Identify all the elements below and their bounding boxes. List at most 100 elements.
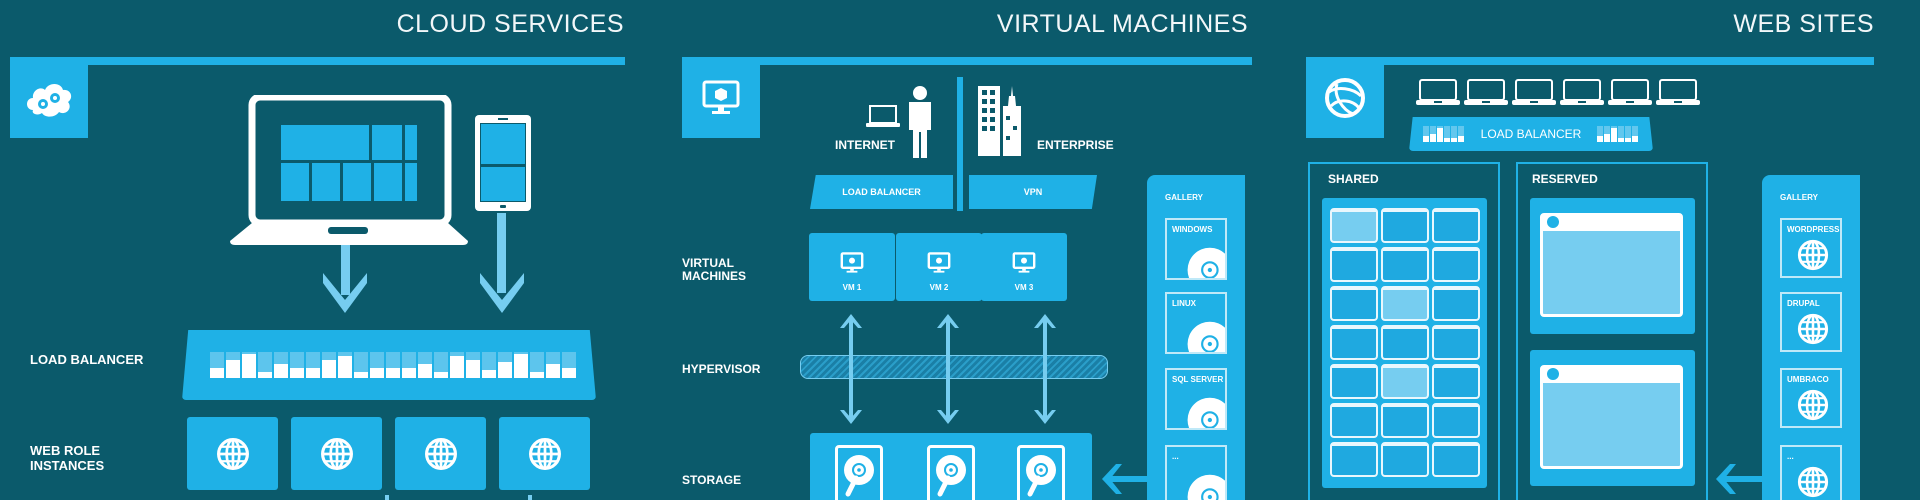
vm-label: VM 2 [929,283,949,292]
globe-icon [1797,313,1829,345]
hard-disk-icon [936,455,966,497]
vm-tile[interactable]: VM 1 [809,233,895,301]
equalizer-bar [418,364,432,378]
laptop-icon [230,95,468,245]
web-sites-rule [1306,57,1874,65]
globe-icon [1797,466,1829,498]
arrow-up-tip [385,495,389,500]
equalizer-bar [322,360,336,378]
equalizer-track [1618,126,1624,142]
equalizer-bar [1430,134,1436,142]
web-sites-load-balancer: LOAD BALANCER [1409,117,1653,151]
vms-row-label-line1: VIRTUAL [682,256,734,270]
arrow-down-icon [480,213,524,313]
cloud-services-rule [10,57,625,65]
shared-site-cell [1330,208,1378,243]
storage-disk [927,445,975,500]
gallery-item[interactable]: DRUPAL [1780,292,1842,352]
monitor-icon [927,252,951,273]
gallery-item[interactable]: LINUX [1165,292,1227,354]
globe-icon [216,437,249,470]
vpn-button[interactable]: VPN [969,175,1097,209]
equalizer-bar [290,368,304,378]
vm-label: VM 1 [842,283,862,292]
equalizer-track [258,352,272,378]
equalizer-bar [482,370,496,378]
vm-load-balancer-button[interactable]: LOAD BALANCER [810,175,953,209]
gallery-item-label: DRUPAL [1787,299,1820,308]
equalizer-track [1423,126,1429,142]
bidirectional-arrow-icon [840,314,862,424]
shared-site-cell [1432,208,1480,243]
web-role-instance[interactable] [395,417,486,490]
equalizer-bar [1444,138,1450,142]
gallery-item-label: LINUX [1172,299,1196,308]
vms-row-label-line2: MACHINES [682,269,747,283]
gallery-item-label: UMBRACO [1787,375,1829,384]
shared-site-cell [1381,442,1429,477]
browser-window [1540,365,1683,469]
equalizer-bar [306,368,320,378]
web-sites-title: WEB SITES [1733,10,1874,38]
shared-site-cell [1432,364,1480,399]
web-role-instance[interactable] [187,417,278,490]
vm-label: VM 3 [1014,283,1034,292]
equalizer-bar [210,368,224,378]
vm-tile[interactable]: VM 3 [981,233,1067,301]
web-role-label-line2: INSTANCES [30,458,105,473]
gallery-item[interactable]: SQL SERVER [1165,368,1227,430]
vpn-label: VPN [1023,187,1043,197]
equalizer-track [434,352,448,378]
equalizer-bar [514,354,528,378]
shared-site-cell [1432,403,1480,438]
client-laptop-icon [1656,79,1700,105]
enterprise-label: ENTERPRISE [1037,138,1114,152]
virtual-machines-title: VIRTUAL MACHINES [996,10,1248,38]
shared-site-cell [1381,247,1429,282]
vms-row-label: VIRTUAL MACHINES [682,257,746,283]
buildings-icon [978,86,1021,156]
arrow-up-tip [528,495,532,500]
client-laptop-icon [1512,79,1556,105]
gallery-item[interactable]: ... [1165,445,1227,500]
equalizer-bar [1437,128,1443,142]
gallery-item[interactable]: UMBRACO [1780,368,1842,428]
equalizer-bar [338,356,352,378]
shared-grid [1322,198,1487,488]
arrow-left-icon [1102,464,1148,494]
shared-site-cell [1330,247,1378,282]
cloud-services-icon-tile [10,58,88,138]
equalizer-bar [1625,138,1631,142]
globe-icon [320,437,353,470]
shared-site-cell [1330,364,1378,399]
equalizer-track [1458,126,1464,142]
web-role-instance[interactable] [291,417,382,490]
shared-site-cell [1432,325,1480,360]
vm-gallery-title: GALLERY [1165,193,1203,202]
gallery-item[interactable]: ... [1780,445,1842,500]
web-role-instance[interactable] [499,417,590,490]
gallery-item-label: SQL SERVER [1172,375,1224,384]
hypervisor-label: HYPERVISOR [682,362,761,376]
storage-disk [835,445,883,500]
equalizer-bar [1458,136,1464,142]
gallery-item[interactable]: WORDPRESS [1780,218,1842,278]
shared-site-cell [1381,403,1429,438]
shared-site-cell [1381,325,1429,360]
equalizer-bar [370,368,384,378]
back-icon [1547,368,1559,380]
internet-label: INTERNET [835,138,895,152]
globe-icon [1797,389,1829,421]
cloud-services-title: CLOUD SERVICES [396,10,624,38]
storage-label: STORAGE [682,473,742,487]
storage-disk [1017,445,1065,500]
reserved-box: RESERVED [1516,162,1708,500]
equalizer-bar [402,368,416,378]
gallery-item[interactable]: WINDOWS [1165,218,1227,280]
shared-site-cell [1381,208,1429,243]
reserved-instance-1 [1530,198,1695,334]
hard-disk-icon [1026,455,1056,497]
virtual-machines-rule [682,57,1252,65]
equalizer-bar [274,364,288,378]
vm-tile[interactable]: VM 2 [896,233,982,301]
